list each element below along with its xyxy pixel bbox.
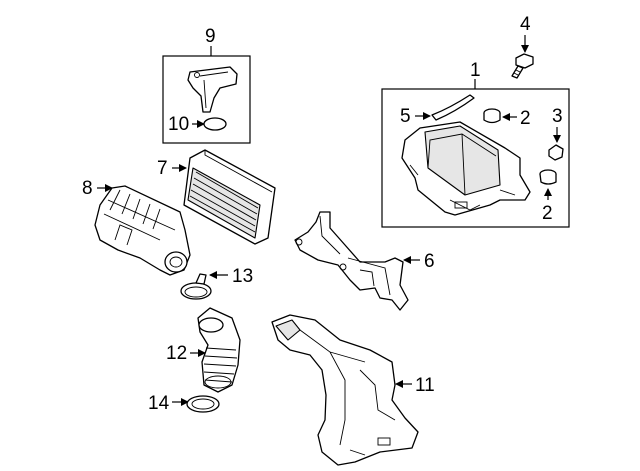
bolt [511, 53, 534, 79]
callout-2a: 2 [520, 108, 531, 129]
callout-10: 10 [168, 114, 189, 135]
callout-9: 9 [205, 26, 216, 47]
intake-hose [197, 307, 241, 393]
bushing [548, 144, 564, 161]
callout-12: 12 [166, 343, 187, 364]
callout-5: 5 [400, 106, 411, 127]
mass-air-flow-sensor [187, 66, 238, 113]
callout-13: 13 [232, 266, 253, 287]
callout-14: 14 [148, 393, 170, 414]
bracket-strap [431, 94, 475, 121]
sensor-o-ring [203, 117, 227, 131]
air-filter [183, 149, 276, 245]
callout-6: 6 [424, 251, 435, 272]
grommet-upper [483, 108, 501, 124]
sensor-group-box [162, 55, 251, 144]
callout-8: 8 [82, 178, 93, 199]
air-duct [271, 314, 419, 466]
callout-3: 3 [552, 106, 563, 127]
grommet-lower [539, 169, 557, 185]
callout-1: 1 [470, 60, 481, 81]
mounting-bracket [294, 211, 409, 311]
air-cleaner-housing [94, 185, 191, 276]
callout-2b: 2 [542, 203, 553, 224]
callout-11: 11 [415, 375, 435, 396]
hose-clamp [180, 273, 212, 300]
hose-seal [186, 395, 220, 413]
callout-7: 7 [157, 158, 168, 179]
callout-4: 4 [520, 14, 531, 35]
air-box-bracket [401, 121, 531, 216]
